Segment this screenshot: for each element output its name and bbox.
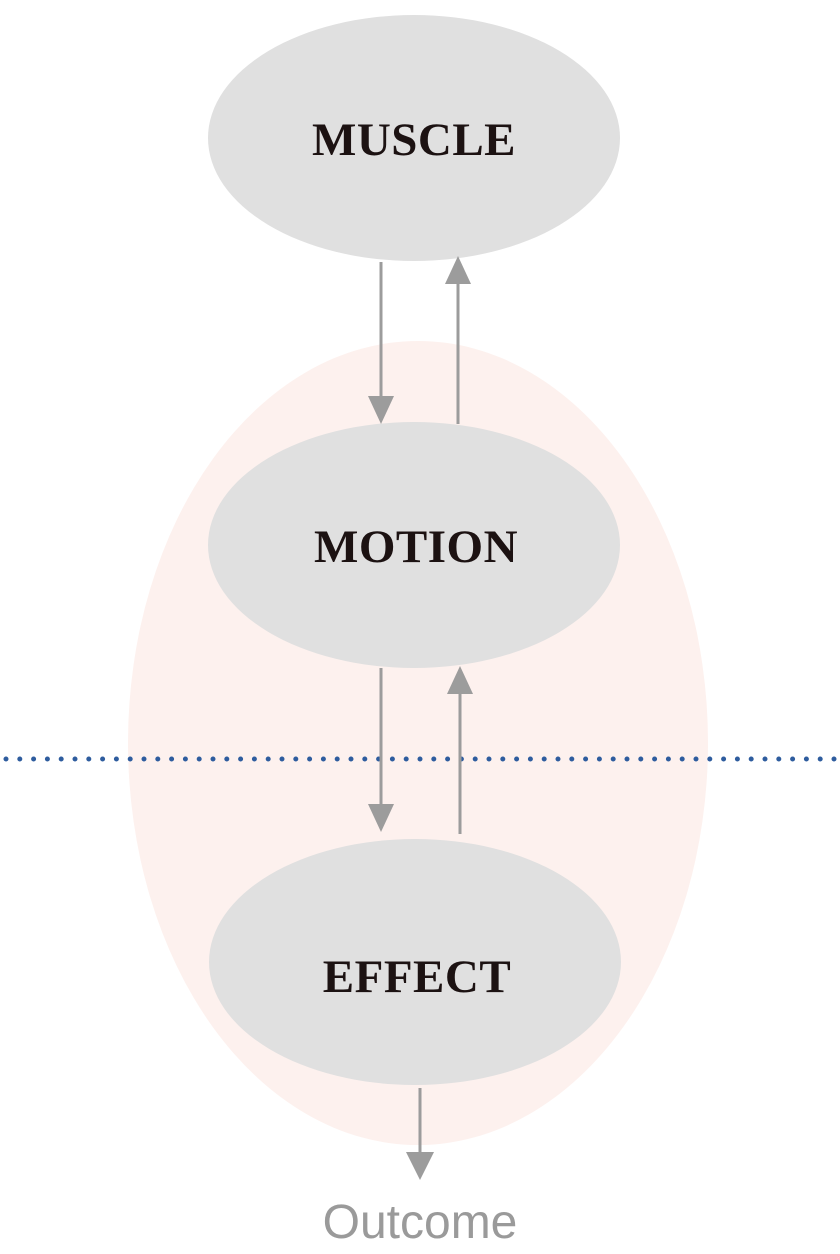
node-effect-shape [209, 839, 621, 1085]
node-motion-label: MOTION [314, 521, 518, 573]
node-muscle: MUSCLE [208, 15, 620, 261]
node-effect-label: EFFECT [323, 951, 511, 1003]
outcome-label: Outcome [323, 1196, 518, 1249]
node-motion-shape [208, 422, 620, 668]
node-effect: EFFECT [209, 839, 621, 1085]
arrow-muscle-to-motion [368, 262, 394, 424]
arrow-effect-to-outcome [406, 1088, 434, 1180]
node-muscle-shape [208, 15, 620, 261]
arrow-motion-to-effect [368, 668, 394, 832]
node-muscle-label: MUSCLE [312, 114, 516, 166]
arrow-effect-to-motion [447, 666, 473, 834]
node-motion: MOTION [208, 422, 620, 668]
arrow-motion-to-muscle [445, 256, 471, 424]
